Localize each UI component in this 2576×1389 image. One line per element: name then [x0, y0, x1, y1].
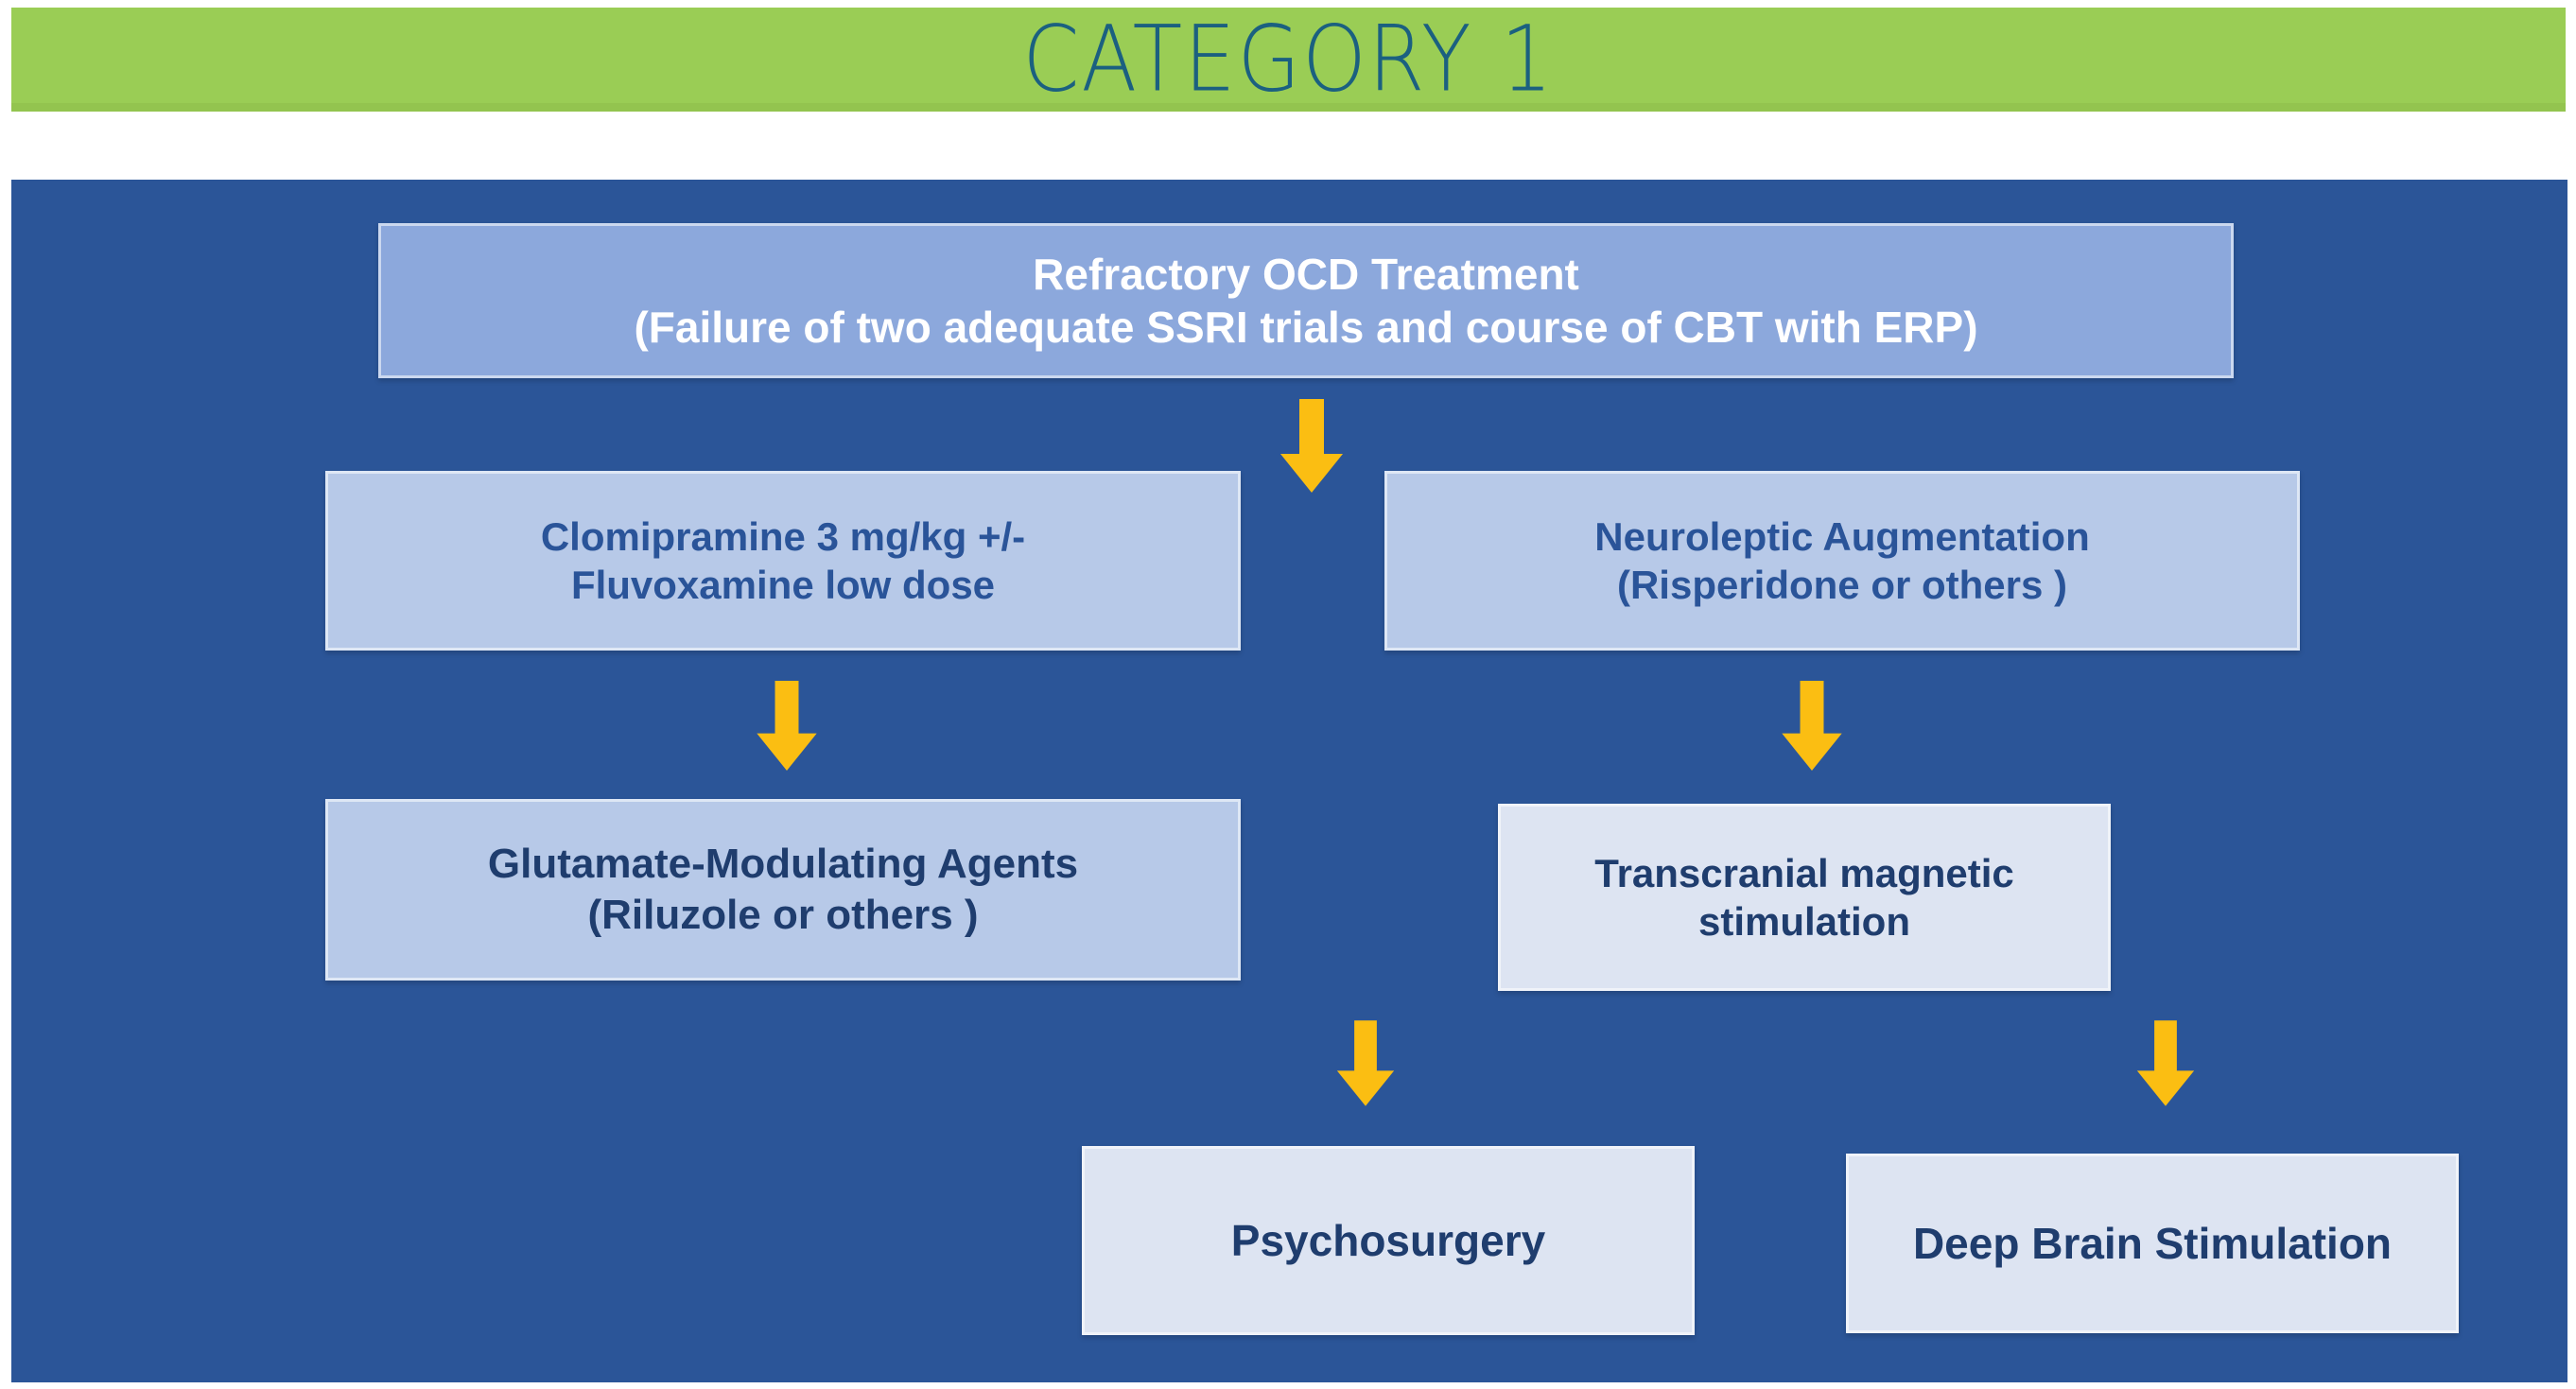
- title-band: CATEGORY 1: [11, 8, 2566, 112]
- node-clomipramine[interactable]: Clomipramine 3 mg/kg +/- Fluvoxamine low…: [325, 471, 1241, 651]
- node-glutamate-modulating-agents[interactable]: Glutamate-Modulating Agents (Riluzole or…: [325, 799, 1241, 981]
- node-line: Fluvoxamine low dose: [570, 563, 996, 607]
- node-line: Transcranial magnetic: [1594, 850, 2014, 895]
- node-line: Deep Brain Stimulation: [1912, 1218, 2393, 1268]
- title-band-shadow: [11, 103, 2566, 112]
- flowchart-panel: Refractory OCD Treatment (Failure of two…: [11, 180, 2567, 1382]
- node-transcranial-magnetic-stimulation[interactable]: Transcranial magnetic stimulation: [1498, 804, 2111, 991]
- arrow-clomipramine-to-glutamate-icon: [755, 681, 819, 772]
- node-line: (Riluzole or others ): [587, 892, 979, 938]
- node-line: (Risperidone or others ): [1616, 563, 2068, 607]
- node-deep-brain-stimulation[interactable]: Deep Brain Stimulation: [1846, 1154, 2459, 1333]
- arrow-tms-to-dbs-icon: [2135, 1019, 2196, 1108]
- node-line: (Failure of two adequate SSRI trials and…: [634, 303, 1978, 352]
- node-neuroleptic-augmentation[interactable]: Neuroleptic Augmentation (Risperidone or…: [1384, 471, 2300, 651]
- arrow-neuroleptic-to-tms-icon: [1780, 681, 1844, 772]
- arrow-glutamate-to-psychosurgery-icon: [1335, 1019, 1396, 1108]
- page-title: CATEGORY 1: [1022, 7, 1555, 113]
- node-line: Neuroleptic Augmentation: [1594, 513, 2090, 559]
- node-line: Refractory OCD Treatment: [1033, 249, 1579, 299]
- node-line: Glutamate-Modulating Agents: [487, 841, 1079, 888]
- arrow-top-to-row2-icon: [1279, 399, 1345, 494]
- node-line: stimulation: [1697, 899, 1910, 944]
- node-line: Psychosurgery: [1230, 1215, 1546, 1265]
- node-refractory-ocd-treatment[interactable]: Refractory OCD Treatment (Failure of two…: [378, 223, 2234, 378]
- node-psychosurgery[interactable]: Psychosurgery: [1082, 1146, 1695, 1335]
- node-line: Clomipramine 3 mg/kg +/-: [540, 513, 1026, 559]
